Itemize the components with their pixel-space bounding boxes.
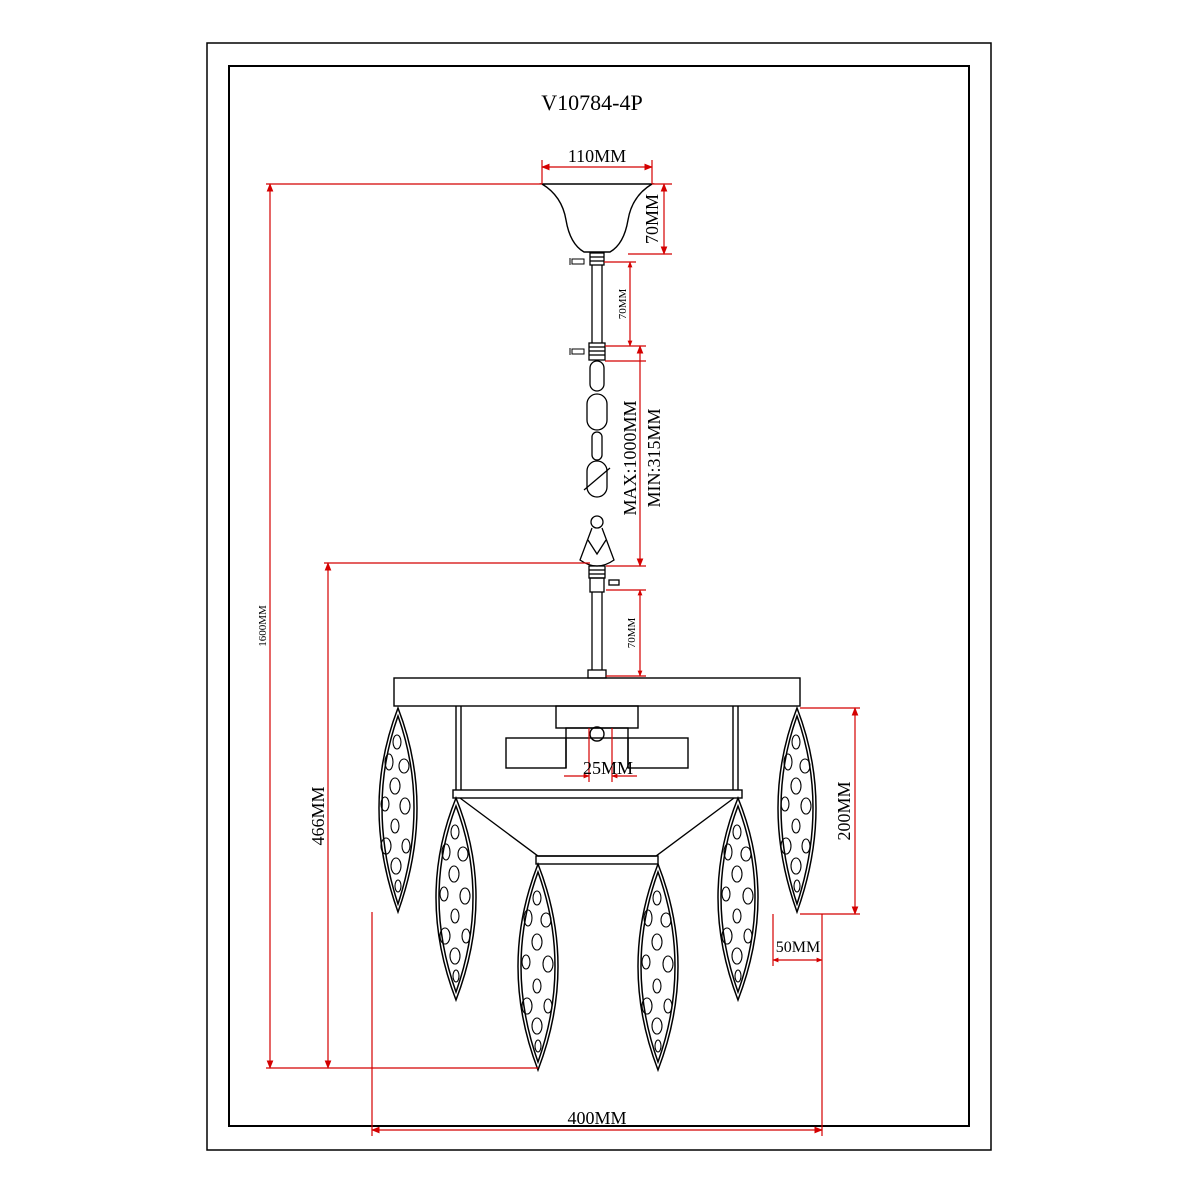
outer-frame	[206, 42, 992, 1151]
leaf-2	[435, 796, 477, 1003]
pendant-leaves	[378, 705, 817, 1073]
chain	[579, 360, 620, 586]
dim-lower-rod: 70MM	[606, 589, 646, 677]
dim-overall-width: 400MM	[371, 912, 823, 1136]
dim-total-height: 1600MM	[257, 183, 542, 1069]
dim-chain-max-label: MAX:1000MM	[620, 400, 640, 515]
screw-icon	[569, 258, 585, 355]
dim-upper-rod: 70MM	[604, 261, 646, 347]
leaf-1	[378, 705, 418, 915]
lower-rod	[587, 577, 607, 679]
dim-body-height: 466MM	[308, 562, 590, 1069]
dim-socket-spacing-label: 25MM	[583, 758, 633, 778]
leaf-4	[637, 861, 679, 1073]
dim-chain-min-label: MIN:315MM	[644, 408, 664, 507]
dim-body-height-label: 466MM	[308, 786, 328, 845]
canopy	[539, 183, 655, 253]
dim-leaf-height-label: 200MM	[834, 781, 854, 840]
dim-canopy-width: 110MM	[541, 146, 653, 184]
dim-leaf-height: 200MM	[800, 707, 860, 915]
inner-frame	[228, 65, 970, 1127]
upper-rod	[588, 252, 606, 361]
model-title: V10784-4P	[541, 90, 642, 115]
dim-leaf-width-label: 50MM	[776, 939, 820, 956]
dim-overall-width-label: 400MM	[567, 1108, 626, 1128]
leaf-5	[717, 796, 759, 1003]
leaf-6	[777, 705, 817, 915]
dim-canopy-height-label: 70MM	[642, 194, 662, 244]
dim-chain: MAX:1000MM MIN:315MM	[605, 345, 664, 567]
dim-canopy-width-label: 110MM	[568, 146, 626, 166]
leaf-3	[517, 861, 559, 1073]
dim-socket-spacing: 25MM	[564, 728, 637, 782]
dim-lower-rod-label: 70MM	[626, 618, 638, 649]
lamp-body	[393, 677, 801, 865]
dim-canopy-height: 70MM	[628, 183, 672, 255]
dim-leaf-width: 50MM	[772, 914, 823, 1136]
dim-upper-rod-label: 70MM	[617, 289, 629, 320]
dim-total-height-label: 1600MM	[257, 605, 269, 647]
